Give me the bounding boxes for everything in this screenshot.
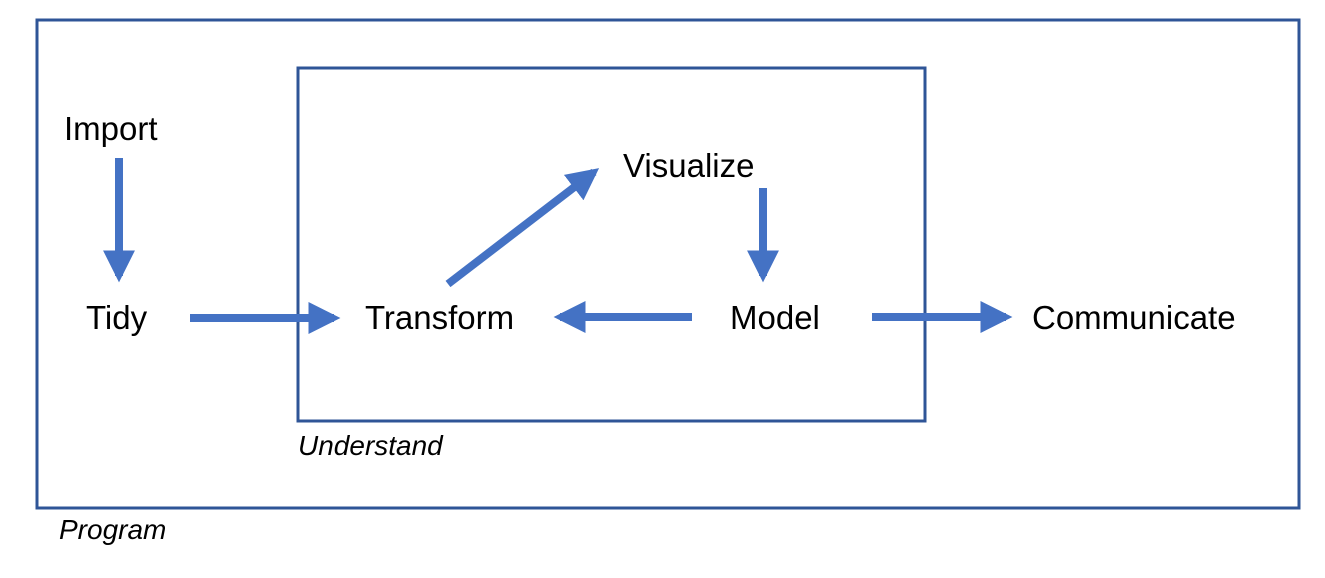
program-frame <box>35 18 1301 510</box>
node-communicate: Communicate <box>1032 299 1236 336</box>
program-label: Program <box>59 514 167 545</box>
node-tidy: Tidy <box>86 299 148 336</box>
understand-label: Understand <box>298 430 443 461</box>
node-model: Model <box>730 299 820 336</box>
arrow-transform-to-visualize <box>445 168 600 288</box>
node-import: Import <box>64 110 158 147</box>
node-transform: Transform <box>365 299 515 336</box>
node-visualize: Visualize <box>623 147 755 184</box>
understand-frame <box>296 66 927 423</box>
